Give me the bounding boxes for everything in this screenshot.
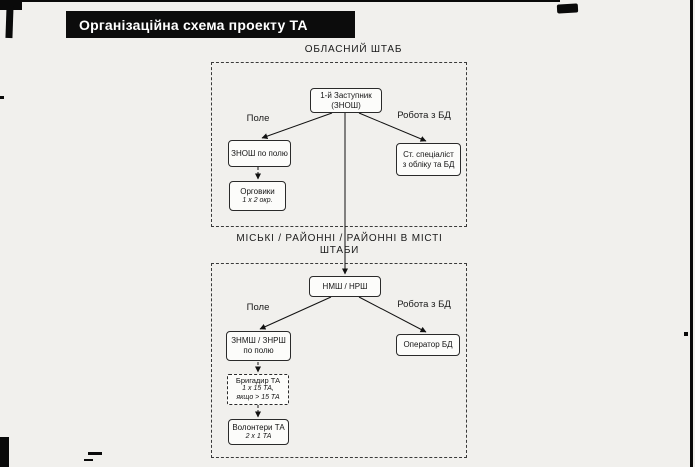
node-db-operator-label: Оператор БД	[403, 340, 453, 349]
scan-artifact	[88, 452, 102, 455]
connector-root2-to-field2	[259, 296, 332, 330]
node-senior-specialist-db-label: Ст. спеціаліст з обліку та БД	[402, 149, 455, 169]
page-title: Організаційна схема проекту ТА	[66, 11, 355, 38]
node-brigadier-ta-line1: Бригадир ТА	[235, 376, 281, 386]
connector-root2-to-db2	[358, 296, 427, 333]
node-senior-specialist-db: Ст. спеціаліст з обліку та БД	[396, 143, 461, 176]
db-branch-label-1: Робота з БД	[397, 110, 451, 121]
middle-heading-line2: ШТАБИ	[319, 245, 360, 256]
oblast-heading: ОБЛАСНИЙ ШТАБ	[304, 44, 403, 55]
field-branch-label-1: Поле	[246, 113, 270, 124]
scan-artifact	[684, 332, 688, 336]
field-branch-label-2: Поле	[246, 302, 270, 313]
node-orgovyky: Орговики 1 х 2 окр.	[229, 181, 286, 211]
node-deputy-znosh-label: 1-й Заступник (ЗНОШ)	[320, 90, 372, 110]
node-znosh-field: ЗНОШ по полю	[228, 140, 291, 167]
node-nmsh-nrsh-label: НМШ / НРШ	[322, 281, 368, 291]
middle-heading-line1: МІСЬКІ / РАЙОННІ / РАЙОННІ В МІСТІ	[236, 233, 443, 244]
scan-artifact	[0, 437, 9, 467]
node-orgovyky-line2: 1 х 2 окр.	[242, 196, 273, 204]
scan-artifact	[84, 459, 93, 461]
node-znosh-field-label: ЗНОШ по полю	[231, 148, 288, 158]
node-brigadier-ta-line2: 1 х 15 ТА, якщо > 15 ТА	[236, 385, 280, 402]
node-nmsh-nrsh: НМШ / НРШ	[309, 276, 381, 297]
scan-artifact	[0, 96, 4, 99]
connector-root1-to-field1	[261, 112, 333, 139]
node-znmsh-znrsh-field: ЗНМШ / ЗНРШ по полю	[226, 331, 291, 361]
scan-artifact	[690, 0, 693, 467]
node-volunteers-ta-line2: 2 х 1 ТА	[245, 432, 272, 440]
node-volunteers-ta: Волонтери ТА 2 х 1 ТА	[228, 419, 289, 445]
node-brigadier-ta: Бригадир ТА 1 х 15 ТА, якщо > 15 ТА	[227, 374, 289, 405]
node-deputy-znosh: 1-й Заступник (ЗНОШ)	[310, 88, 382, 113]
oblast-region	[211, 62, 467, 227]
node-orgovyky-line1: Орговики	[240, 186, 275, 196]
scan-artifact	[0, 0, 22, 10]
scan-artifact	[0, 0, 560, 2]
node-volunteers-ta-line1: Волонтери ТА	[232, 422, 285, 432]
node-znmsh-znrsh-field-label: ЗНМШ / ЗНРШ по полю	[231, 336, 286, 355]
node-db-operator: Оператор БД	[396, 334, 460, 356]
city-region	[211, 263, 467, 458]
connector-root1-to-db1	[358, 112, 427, 142]
db-branch-label-2: Робота з БД	[397, 299, 451, 310]
